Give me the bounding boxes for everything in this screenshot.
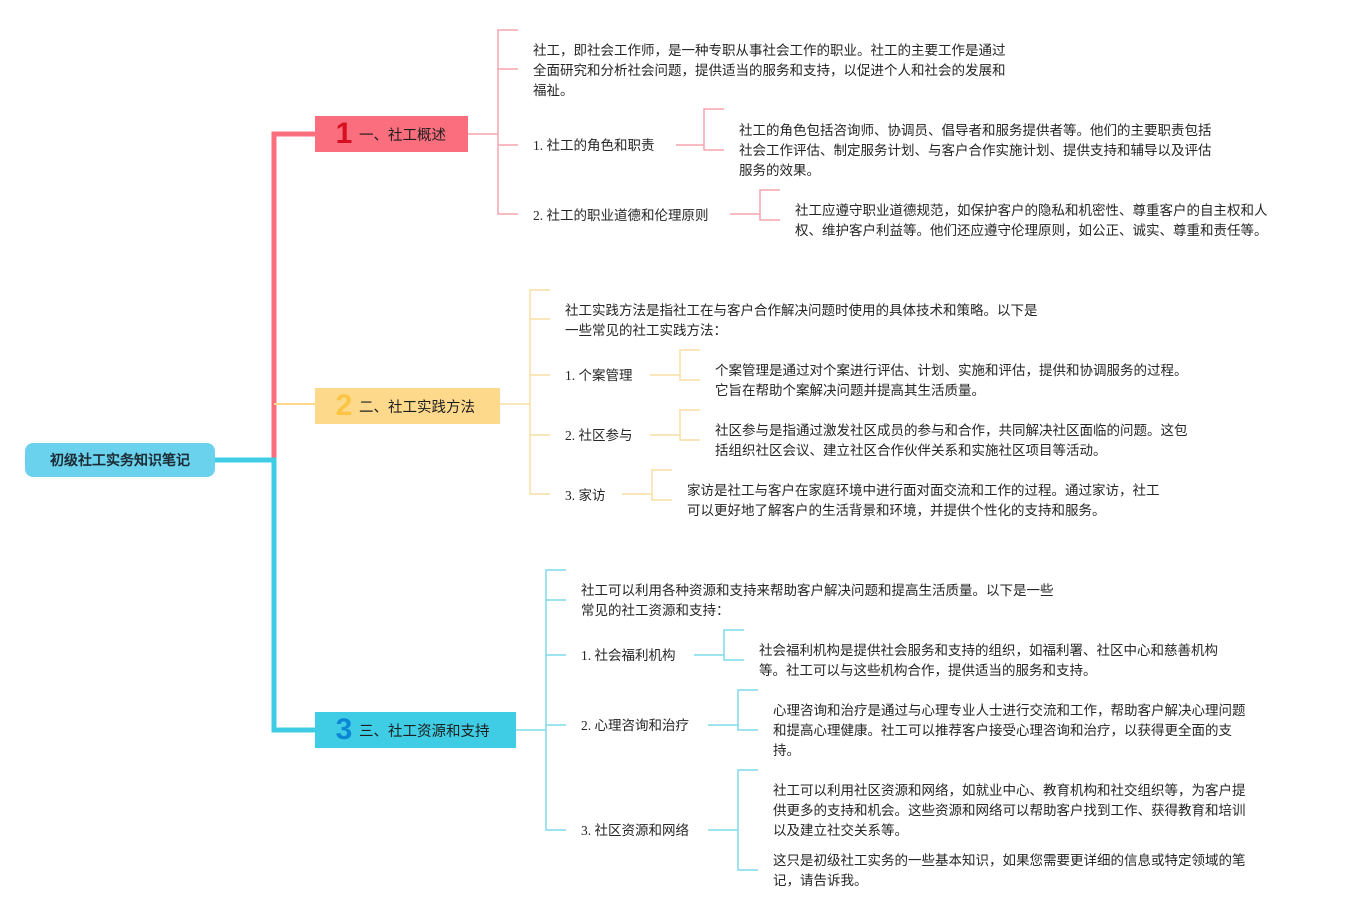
root-topic[interactable]: 初级社工实务知识笔记	[25, 443, 215, 477]
subtopic-label[interactable]: 2. 心理咨询和治疗	[581, 718, 689, 733]
intro-text[interactable]: 社工可以利用各种资源和支持来帮助客户解决问题和提高生活质量。以下是一些 常见的社…	[581, 583, 1054, 618]
branch-number-icon: 3	[335, 713, 353, 746]
detail-text[interactable]: 心理咨询和治疗是通过与心理专业人士进行交流和工作，帮助客户解决心理问题 和提高心…	[773, 703, 1246, 758]
branch-label: 三、社工资源和支持	[359, 723, 490, 740]
subtopic-label[interactable]: 3. 家访	[565, 488, 606, 503]
subtopic-label[interactable]: 1. 个案管理	[565, 368, 633, 383]
closing-note-text[interactable]: 这只是初级社工实务的一些基本知识，如果您需要更详细的信息或特定领域的笔 记，请告…	[773, 853, 1246, 888]
branch-number-icon: 2	[335, 389, 353, 422]
intro-text[interactable]: 社工实践方法是指社工在与客户合作解决问题时使用的具体技术和策略。以下是 一些常见…	[565, 303, 1038, 338]
subtopic-label[interactable]: 2. 社工的职业道德和伦理原则	[533, 208, 709, 223]
subtopic-label[interactable]: 2. 社区参与	[565, 428, 633, 443]
subtopic-label[interactable]: 3. 社区资源和网络	[581, 823, 689, 838]
intro-text[interactable]: 社工，即社会工作师，是一种专职从事社会工作的职业。社工的主要工作是通过 全面研究…	[533, 43, 1006, 98]
branch-label: 一、社工概述	[359, 127, 446, 144]
detail-text[interactable]: 个案管理是通过对个案进行评估、计划、实施和评估，提供和协调服务的过程。 它旨在帮…	[715, 363, 1188, 398]
detail-text[interactable]: 社工应遵守职业道德规范，如保护客户的隐私和机密性、尊重客户的自主权和人 权、维护…	[795, 203, 1268, 238]
detail-text[interactable]: 社会福利机构是提供社会服务和支持的组织，如福利署、社区中心和慈善机构 等。社工可…	[759, 643, 1218, 678]
detail-text[interactable]: 社工可以利用社区资源和网络，如就业中心、教育机构和社交组织等，为客户提 供更多的…	[773, 783, 1246, 838]
subtopic-label[interactable]: 1. 社工的角色和职责	[533, 138, 655, 153]
branch-topic-2[interactable]: 2 二、社工实践方法	[315, 388, 500, 424]
branch-label: 二、社工实践方法	[359, 399, 475, 416]
branch-topic-3[interactable]: 3 三、社工资源和支持	[315, 712, 516, 748]
branch-number-icon: 1	[335, 117, 353, 150]
branch-topic-1[interactable]: 1 一、社工概述	[315, 116, 468, 152]
detail-text[interactable]: 家访是社工与客户在家庭环境中进行面对面交流和工作的过程。通过家访，社工 可以更好…	[687, 483, 1160, 518]
subtopic-label[interactable]: 1. 社会福利机构	[581, 648, 676, 663]
detail-text[interactable]: 社工的角色包括咨询师、协调员、倡导者和服务提供者等。他们的主要职责包括 社会工作…	[739, 123, 1212, 178]
detail-text[interactable]: 社区参与是指通过激发社区成员的参与和合作，共同解决社区面临的问题。这包 括组织社…	[715, 423, 1188, 458]
